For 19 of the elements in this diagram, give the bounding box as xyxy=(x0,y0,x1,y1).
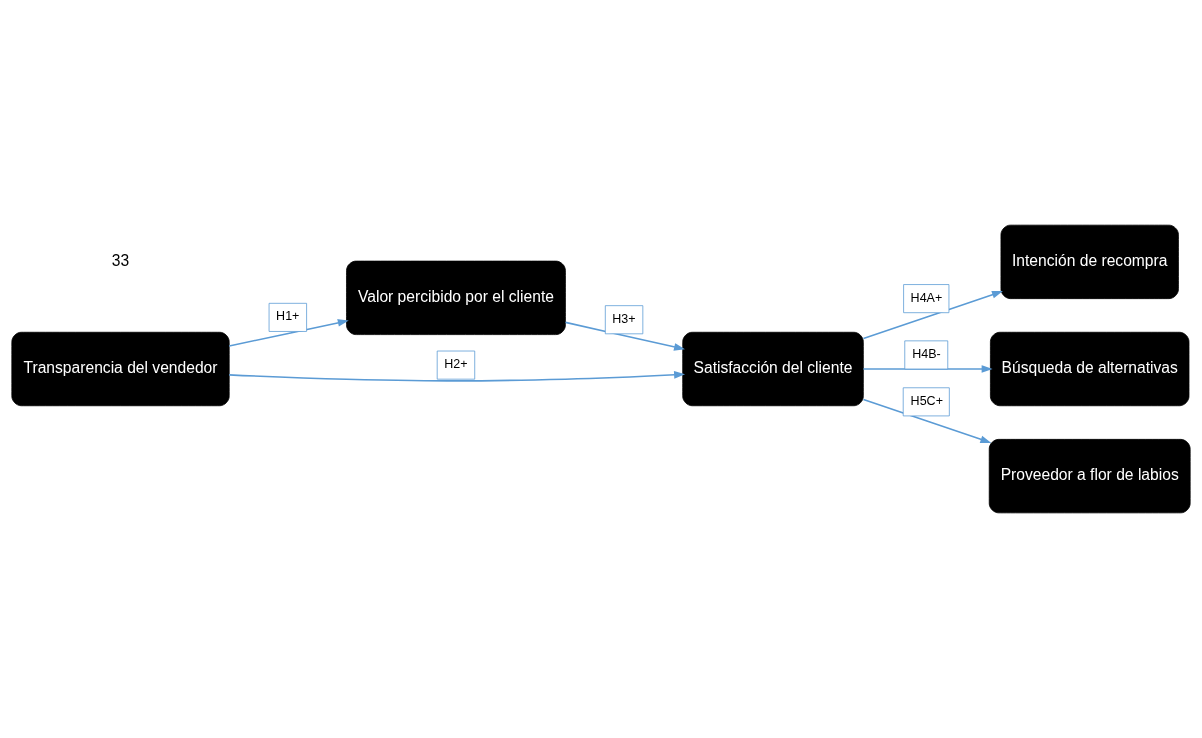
arrow xyxy=(862,398,992,444)
node-box: Valor percibido por el cliente xyxy=(346,260,566,335)
edge-label: H5C+ xyxy=(910,393,943,408)
node-box: Búsqueda de alternativas xyxy=(990,331,1190,407)
node-box: Satisfacción del cliente xyxy=(682,331,864,407)
arrow xyxy=(862,365,993,373)
edge-label: H4B- xyxy=(912,346,941,361)
edge-label: H3+ xyxy=(612,311,636,326)
node-box: Proveedor a flor de labios xyxy=(988,439,1191,514)
edge-label: H4A+ xyxy=(910,290,943,305)
arrow xyxy=(228,319,349,347)
edge-label: H2+ xyxy=(444,357,468,372)
arrow xyxy=(228,371,686,382)
node-box: Transparencia del vendedor xyxy=(11,331,230,407)
node-box: Intención de recompra xyxy=(1000,224,1179,299)
arrow xyxy=(862,291,1003,340)
arrow xyxy=(564,321,685,351)
label: 33 xyxy=(111,251,130,269)
edge-label: H1+ xyxy=(276,309,300,324)
